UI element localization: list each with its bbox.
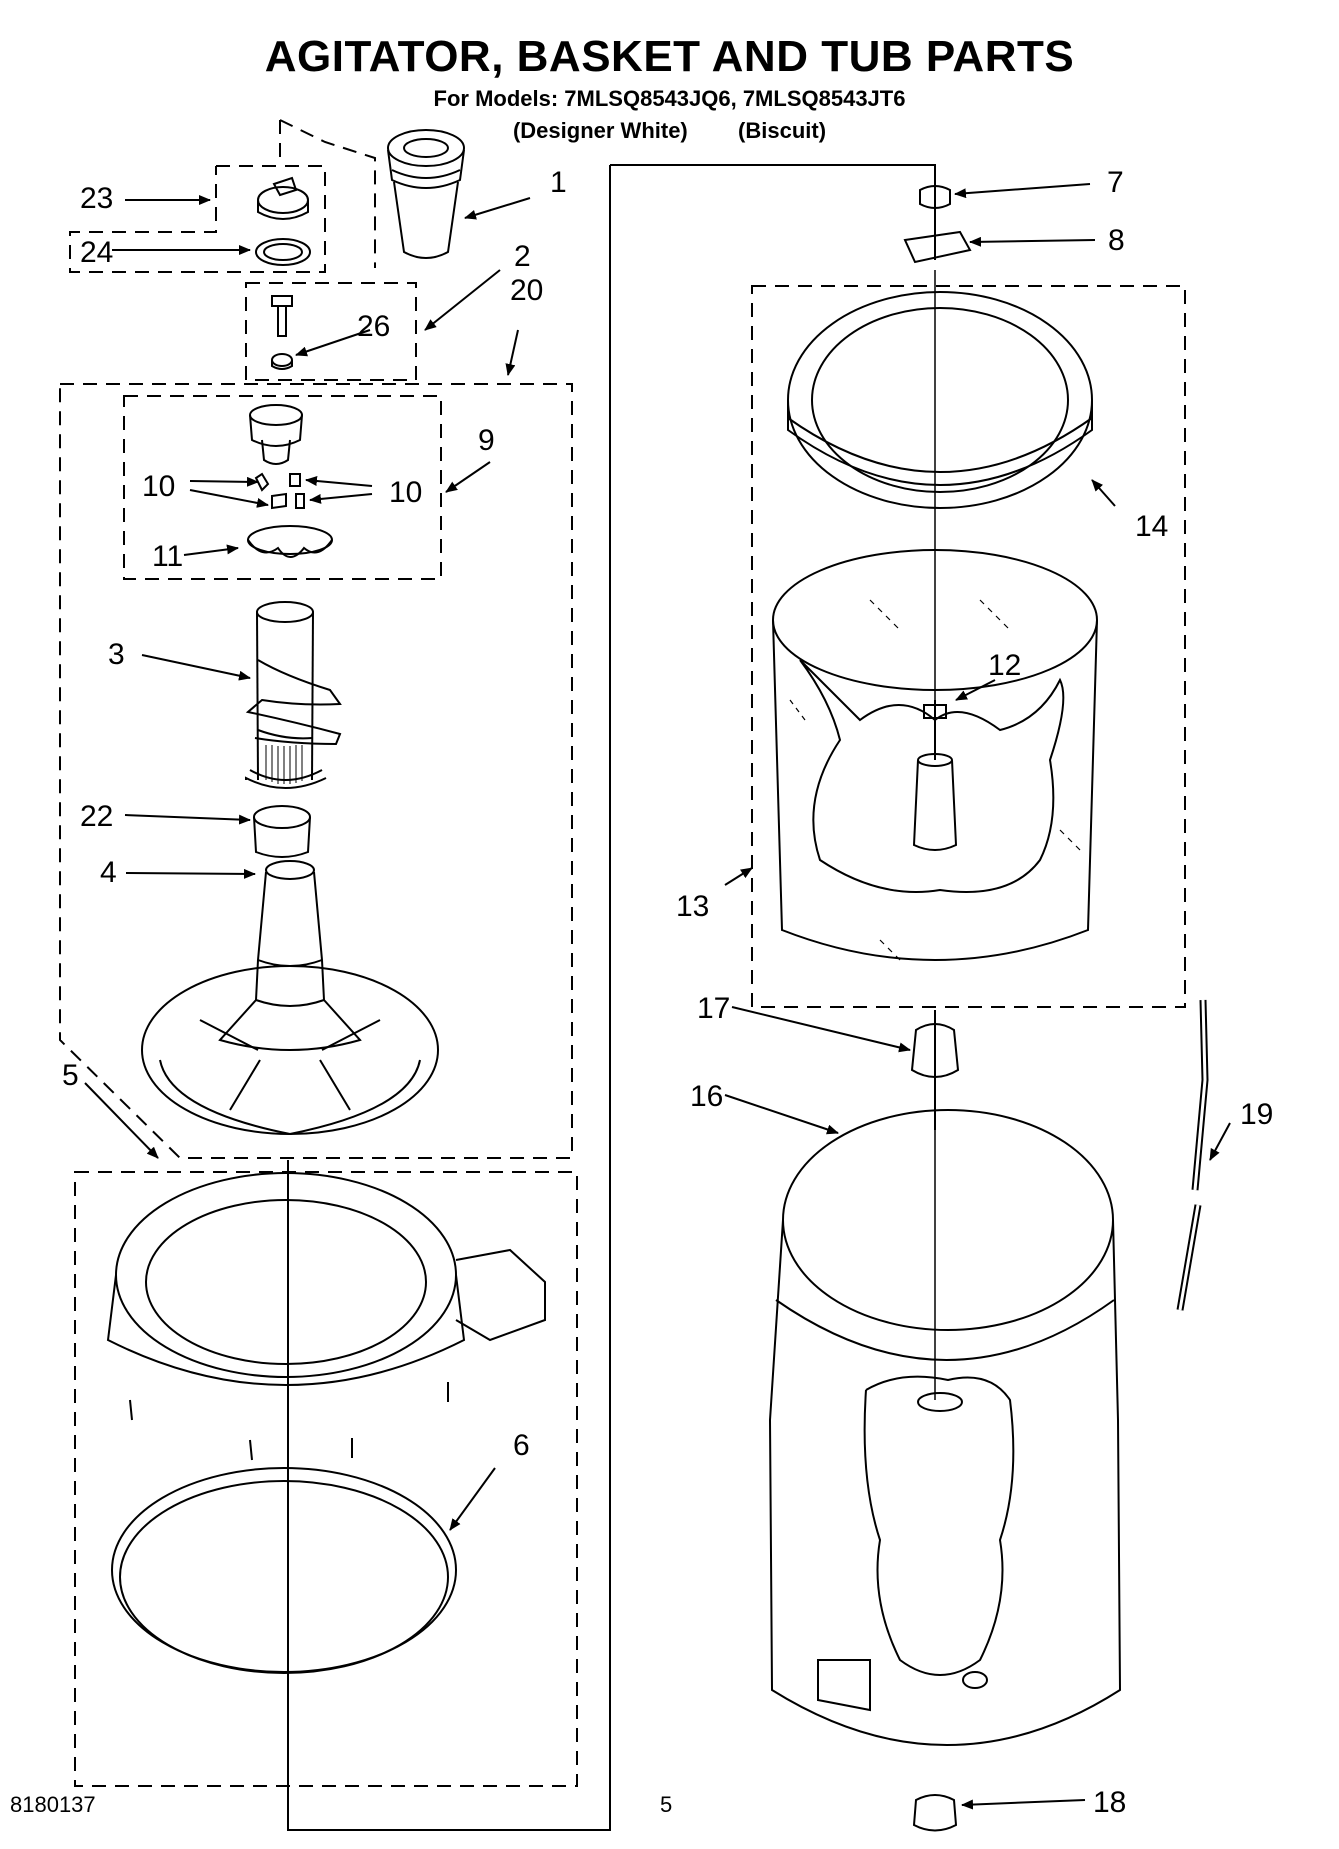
callout-13: 13: [676, 890, 709, 923]
callout-17: 17: [697, 992, 730, 1025]
center-axes: [287, 270, 936, 1820]
callout-9: 9: [478, 424, 495, 457]
callout-20: 20: [510, 274, 543, 307]
callout-22: 22: [80, 800, 113, 833]
callout-labels: 1 2 3 4 5 6 7 8 9 10 10 11 12 13 14 16 1…: [62, 166, 1273, 1819]
callout-3: 3: [108, 638, 125, 671]
callout-6: 6: [513, 1429, 530, 1462]
callout-14: 14: [1135, 510, 1168, 543]
right-parts-artwork: [768, 185, 1209, 1832]
left-parts-artwork: [106, 129, 546, 1674]
dashed-group-boxes: [59, 119, 1186, 1831]
callout-23: 23: [80, 182, 113, 215]
callout-4: 4: [100, 856, 117, 889]
callout-10-left: 10: [142, 470, 175, 503]
models-line: For Models: 7MLSQ8543JQ6, 7MLSQ8543JT6: [433, 86, 906, 111]
callout-arrows: [84, 183, 1231, 1810]
callout-1: 1: [550, 166, 567, 199]
callout-19: 19: [1240, 1098, 1273, 1131]
doc-number: 8180137: [10, 1792, 96, 1817]
callout-8: 8: [1108, 224, 1125, 257]
color-designer-white: (Designer White): [512, 118, 688, 143]
color-biscuit: (Biscuit): [738, 118, 827, 143]
color-line: (Designer White) (Biscuit): [0, 118, 1339, 144]
callout-26: 26: [357, 310, 390, 343]
callout-5: 5: [62, 1059, 79, 1092]
callout-24: 24: [80, 236, 113, 269]
callout-16: 16: [690, 1080, 723, 1113]
page-number: 5: [660, 1792, 673, 1817]
callout-12: 12: [988, 649, 1021, 682]
callout-7: 7: [1107, 166, 1124, 199]
callout-11: 11: [152, 540, 183, 573]
callout-2: 2: [514, 240, 531, 273]
page-title: AGITATOR, BASKET AND TUB PARTS: [264, 32, 1075, 81]
callout-18: 18: [1093, 1786, 1126, 1819]
callout-10-right: 10: [389, 476, 422, 509]
